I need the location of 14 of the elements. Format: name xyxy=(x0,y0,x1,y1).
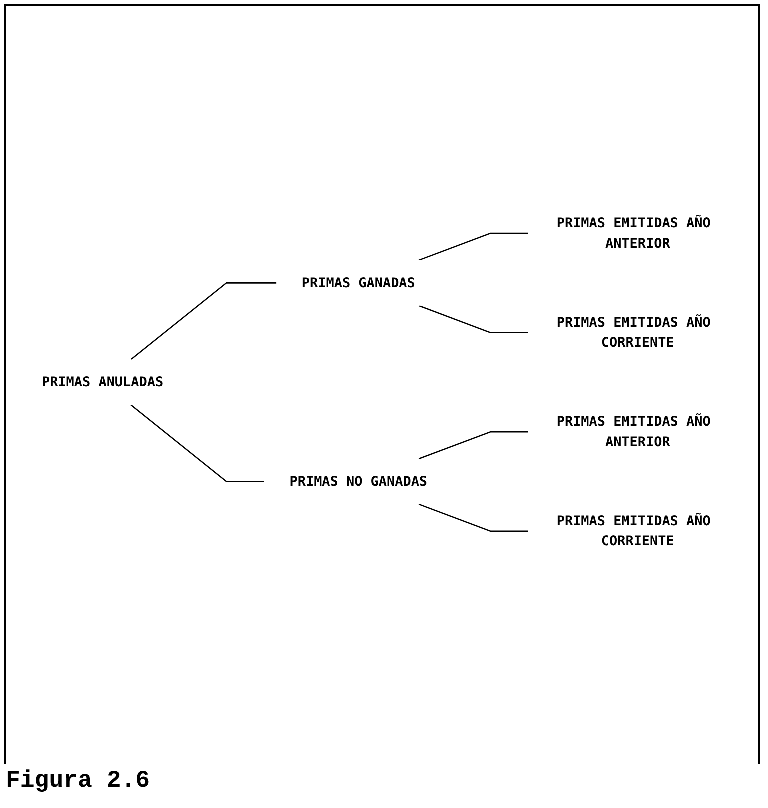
node-text: PRIMAS EMITIDAS AÑO ANTERIOR xyxy=(556,214,711,251)
node-text: PRIMAS EMITIDAS AÑO CORRIENTE xyxy=(556,314,711,350)
connector xyxy=(418,304,528,333)
node-text: PRIMAS EMITIDAS AÑO ANTERIOR xyxy=(556,413,711,450)
node-text: PRIMAS NO GANADAS xyxy=(290,472,428,489)
connector xyxy=(130,282,277,360)
figure-caption: Figura 2.6 xyxy=(6,768,150,795)
connector xyxy=(418,431,528,460)
connector xyxy=(418,232,528,261)
node-text: PRIMAS GANADAS xyxy=(302,274,416,290)
connector xyxy=(130,404,265,482)
node-text: PRIMAS ANULADAS xyxy=(42,374,164,390)
node-text: PRIMAS EMITIDAS AÑO CORRIENTE xyxy=(556,512,711,549)
connector xyxy=(418,503,528,532)
